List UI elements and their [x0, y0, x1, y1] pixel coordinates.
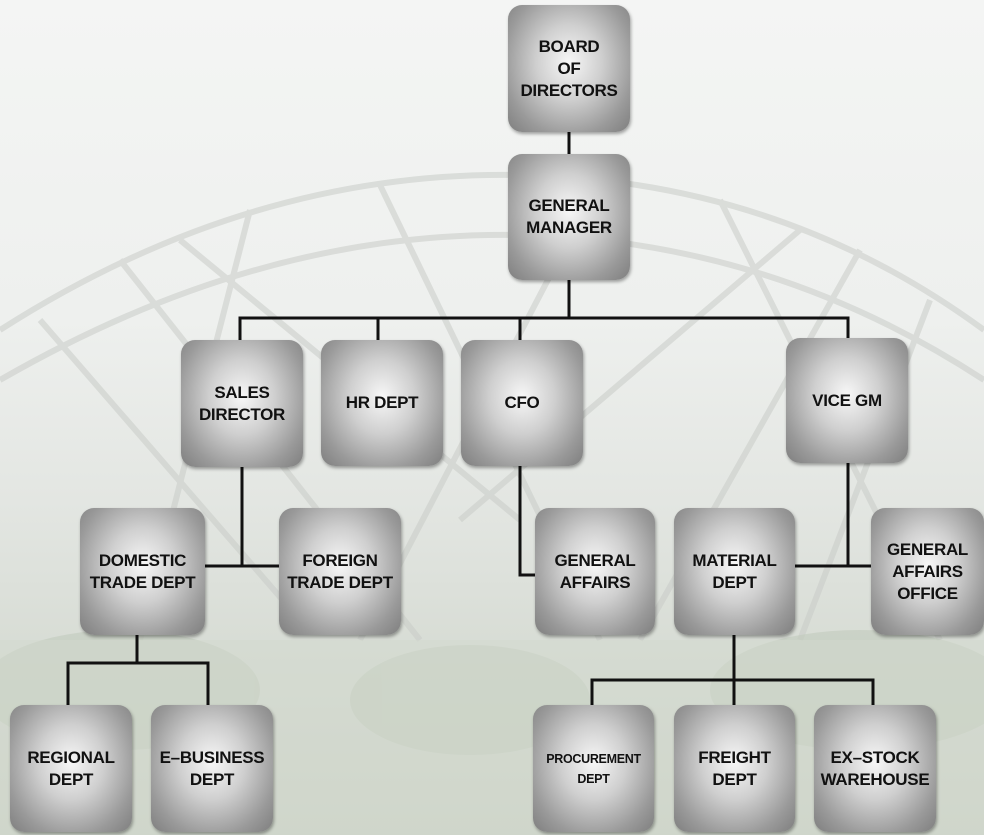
- node-label: REGIONAL DEPT: [27, 747, 115, 789]
- node-label: FREIGHT DEPT: [698, 747, 771, 789]
- node-label: BOARD OF DIRECTORS: [520, 36, 618, 100]
- node-general-manager[interactable]: GENERAL MANAGER: [508, 154, 630, 280]
- node-hr-dept[interactable]: HR DEPT: [321, 340, 443, 466]
- node-label: E–BUSINESS DEPT: [159, 747, 265, 789]
- node-vice-gm[interactable]: VICE GM: [786, 338, 908, 463]
- node-label: GENERAL MANAGER: [526, 196, 612, 237]
- node-label: HR DEPT: [345, 393, 419, 412]
- node-general-affairs-office[interactable]: GENERAL AFFAIRS OFFICE: [871, 508, 984, 635]
- node-regional-dept[interactable]: REGIONAL DEPT: [10, 705, 132, 832]
- node-label: PROCUREMENT DEPT: [546, 751, 641, 786]
- node-label: FOREIGN TRADE DEPT: [287, 550, 393, 592]
- node-label: DOMESTIC TRADE DEPT: [89, 550, 196, 592]
- node-domestic-trade-dept[interactable]: DOMESTIC TRADE DEPT: [80, 508, 205, 635]
- node-foreign-trade-dept[interactable]: FOREIGN TRADE DEPT: [279, 508, 401, 635]
- node-sales-director[interactable]: SALES DIRECTOR: [181, 340, 303, 467]
- node-label: EX–STOCK WAREHOUSE: [820, 747, 930, 789]
- node-label: CFO: [504, 393, 540, 412]
- node-procurement-dept[interactable]: PROCUREMENT DEPT: [533, 705, 654, 832]
- node-label: SALES DIRECTOR: [198, 382, 286, 424]
- node-ex-stock-warehouse[interactable]: EX–STOCK WAREHOUSE: [814, 705, 936, 832]
- node-label: VICE GM: [812, 390, 882, 410]
- node-e-business-dept[interactable]: E–BUSINESS DEPT: [151, 705, 273, 832]
- node-freight-dept[interactable]: FREIGHT DEPT: [674, 705, 795, 832]
- node-label: GENERAL AFFAIRS OFFICE: [886, 539, 969, 603]
- node-label: GENERAL AFFAIRS: [554, 550, 636, 592]
- node-cfo[interactable]: CFO: [461, 340, 583, 466]
- node-general-affairs[interactable]: GENERAL AFFAIRS: [535, 508, 655, 635]
- node-material-dept[interactable]: MATERIAL DEPT: [674, 508, 795, 635]
- node-label: MATERIAL DEPT: [692, 550, 777, 592]
- node-board-of-directors[interactable]: BOARD OF DIRECTORS: [508, 5, 630, 132]
